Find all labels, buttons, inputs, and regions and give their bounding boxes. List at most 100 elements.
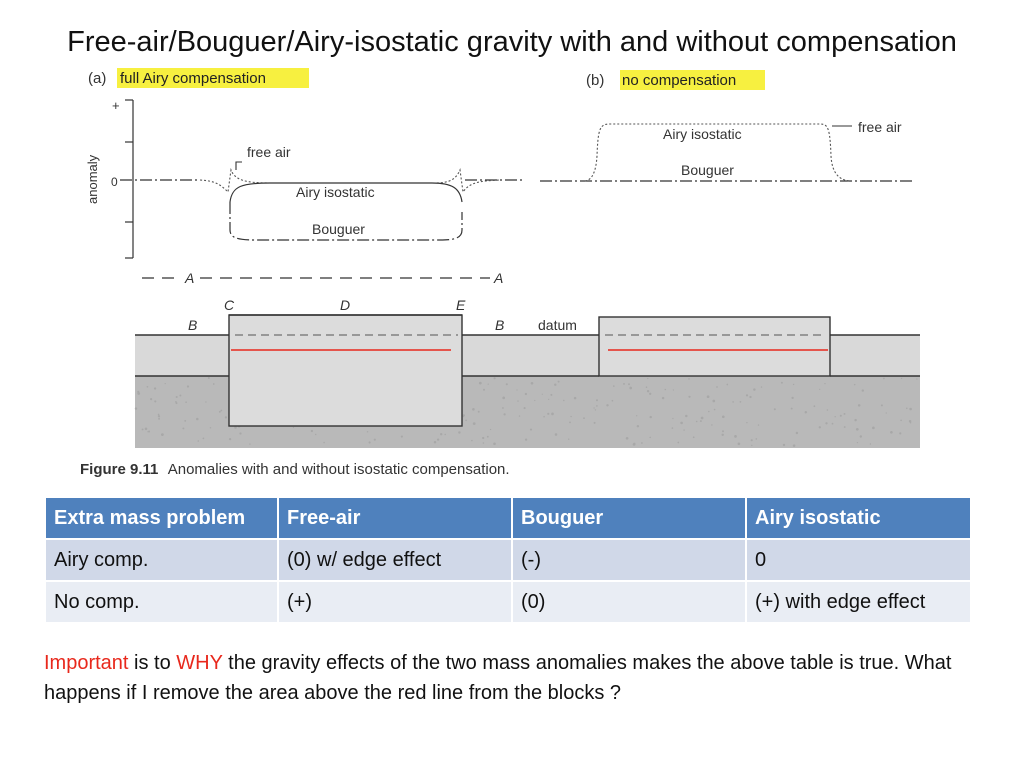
table-cell: (+) with edge effect [745,580,972,624]
texture-dot [885,412,887,414]
texture-dot [804,411,808,414]
label-a-left: A [184,270,194,286]
texture-dot [872,426,875,430]
texture-dot [541,393,543,395]
texture-dot [440,433,443,436]
texture-dot [465,419,467,422]
texture-dot [826,409,829,411]
texture-dot [908,419,912,423]
texture-dot [212,383,215,385]
panel-a-tag: (a) [88,70,106,87]
texture-dot [594,409,597,411]
texture-dot [855,427,859,431]
texture-dot [570,415,572,418]
texture-dot [547,412,550,415]
texture-dot [636,415,638,417]
texture-dot [790,407,793,410]
texture-dot [179,394,182,397]
texture-dot [813,405,816,408]
texture-dot [646,389,650,393]
texture-dot [792,383,795,386]
texture-dot [207,377,210,379]
texture-dot [583,417,585,419]
texture-dot [699,420,702,423]
texture-dot [711,424,713,426]
texture-dot [737,442,741,446]
texture-dot [161,433,164,436]
texture-dot [746,422,748,424]
texture-dot [134,407,138,410]
texture-dot [477,410,480,413]
panel-b-highlight [620,70,765,90]
note-text-1: is to [128,652,177,674]
texture-dot [677,441,680,444]
texture-dot [824,382,826,385]
texture-dot [819,388,821,390]
texture-dot [444,433,446,436]
texture-dot [692,436,695,439]
texture-dot [529,428,533,431]
texture-dot [175,401,177,403]
header-airy-isostatic: Airy isostatic [745,496,972,540]
label-b-left: B [188,317,197,333]
texture-dot [310,429,314,433]
texture-dot [554,433,558,436]
texture-dot [649,415,652,419]
label-e: E [456,297,466,313]
a-free-air-label: free air [247,144,291,160]
texture-dot [157,413,160,416]
texture-dot [625,436,629,440]
table-header-row: Extra mass problem Free-air Bouguer Airy… [44,496,972,540]
label-c: C [224,297,235,313]
note-paragraph: Important is to WHY the gravity effects … [44,648,974,708]
texture-dot [471,439,473,442]
anomaly-axis [125,99,134,259]
table-cell: (-) [511,538,747,582]
texture-dot [524,438,528,441]
texture-dot [757,424,760,426]
texture-dot [751,444,753,447]
b-free-air-label: free air [858,119,902,135]
texture-dot [721,433,724,436]
texture-dot [636,424,640,428]
texture-dot [517,400,519,402]
texture-dot [722,430,724,433]
texture-dot [197,440,200,442]
texture-dot [146,385,149,388]
texture-dot [854,418,857,422]
label-a-right: A [493,270,503,286]
texture-dot [859,435,862,438]
texture-dot [150,398,153,401]
texture-dot [568,438,570,440]
texture-dot [249,443,251,445]
texture-dot [186,385,190,388]
texture-dot [721,415,725,419]
texture-dot [224,416,228,419]
texture-dot [205,401,207,403]
texture-dot [780,381,783,384]
texture-dot [472,422,476,425]
datum-label: datum [538,317,577,333]
texture-dot [202,437,205,440]
texture-dot [647,377,649,380]
table-row: No comp. (+) (0) (+) with edge effect [44,580,972,624]
texture-dot [487,383,489,385]
texture-dot [672,417,674,420]
texture-dot [685,414,688,418]
texture-dot [596,405,598,407]
texture-dot [482,436,485,440]
texture-dot [623,382,625,385]
texture-dot [436,438,440,441]
texture-dot [489,428,492,431]
texture-dot [144,427,148,431]
texture-dot [857,404,861,407]
table-cell: No comp. [44,580,279,624]
texture-dot [909,407,912,411]
label-d: D [340,297,350,313]
panel-a-label: full Airy compensation [120,70,266,87]
texture-dot [523,407,526,410]
a-free-air-curve [199,167,501,194]
texture-dot [228,437,232,441]
texture-dot [749,395,752,399]
header-bouguer: Bouguer [511,496,747,540]
